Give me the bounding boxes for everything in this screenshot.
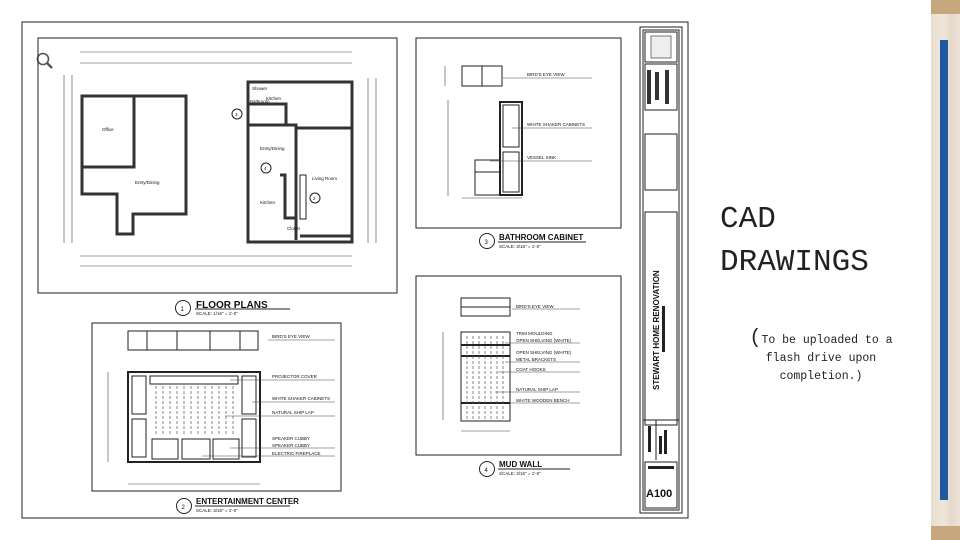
project-title: STEWART HOME RENOVATION [652, 270, 661, 390]
callout: OPEN SHELVING (WHITE) [516, 350, 572, 355]
room-label: Closet [287, 226, 301, 231]
callout: BIRD'S EYE VIEW [516, 304, 554, 309]
floor-plan-view: Office Entry/Dining Shower Bathroom Kitc… [37, 37, 398, 316]
sheet-border [21, 21, 689, 519]
slide-subtitle: (To be uploaded to a flash drive upon co… [749, 327, 893, 384]
bathroom-cabinet-view: BIRD'S EYE VIEW WHITE SHAKER CABINETS VE… [415, 37, 622, 249]
callout: WHITE SHAKER CABINETS [272, 396, 330, 401]
room-label: Shower [252, 86, 268, 91]
room-label: Entry/Dining [260, 146, 285, 151]
magnifier-icon[interactable] [36, 52, 53, 69]
svg-text:3: 3 [235, 112, 238, 117]
view-title: BATHROOM CABINET [499, 233, 583, 242]
callout: OPEN SHELVING (WHITE) [516, 338, 572, 343]
callout: COAT HOOKS [516, 367, 546, 372]
callout: WHITE SHAKER CABINETS [527, 122, 585, 127]
svg-text:2: 2 [313, 196, 316, 201]
view-scale: SCALE: 3/16" = 1'-0" [499, 244, 541, 249]
callout: BIRD'S EYE VIEW [527, 72, 565, 77]
callout: NATURAL SHIP LAP [272, 410, 314, 415]
callout: BIRD'S EYE VIEW [272, 334, 310, 339]
view-scale: SCALE: 3/16" = 1'-0" [196, 508, 238, 513]
callout: TRIM MOULDING [516, 331, 553, 336]
room-label: Bathroom [250, 99, 270, 104]
callout: METAL BRACKETS [516, 357, 556, 362]
accent-bar [940, 40, 948, 500]
callout: SPEAKER CUBBY [272, 443, 310, 448]
view-scale: SCALE: 3/16" = 1'-0" [499, 471, 541, 476]
room-label: Entry/Dining [135, 180, 160, 185]
title-block: STEWART HOME RENOVATION A100 [639, 26, 683, 514]
callout: WHITE WOODEN BENCH [516, 398, 570, 403]
view-number: 3 [485, 240, 489, 246]
view-number: 1 [181, 307, 185, 313]
view-number: 4 [485, 468, 489, 474]
view-scale: SCALE: 1/16" = 1'-0" [196, 311, 238, 316]
view-title: MUD WALL [499, 460, 542, 469]
view-number: 2 [182, 505, 186, 511]
callout: NATURAL SHIP LAP [516, 387, 558, 392]
sheet-number: A100 [646, 488, 672, 500]
callout: PROJECTOR COVER [272, 374, 318, 379]
entertainment-center-view: BIRD'S EYE VIEW PROJECTOR COVER WHITE SH… [91, 322, 342, 514]
svg-text:4: 4 [264, 166, 267, 171]
room-label: Kitchen [266, 96, 282, 101]
callout: ELECTRIC FIREPLACE [272, 451, 321, 456]
room-label: Living Room [312, 176, 337, 181]
view-title: FLOOR PLANS [196, 300, 268, 311]
mud-wall-view: BIRD'S EYE VIEW TRIM MOULDING OPEN SHELV… [415, 275, 622, 477]
view-title: ENTERTAINMENT CENTER [196, 497, 299, 506]
room-label: Kitchen [260, 200, 276, 205]
room-label: Office [102, 127, 114, 132]
callout: SPEAKER CUBBY [272, 436, 310, 441]
callout: VESSEL SINK [527, 155, 556, 160]
